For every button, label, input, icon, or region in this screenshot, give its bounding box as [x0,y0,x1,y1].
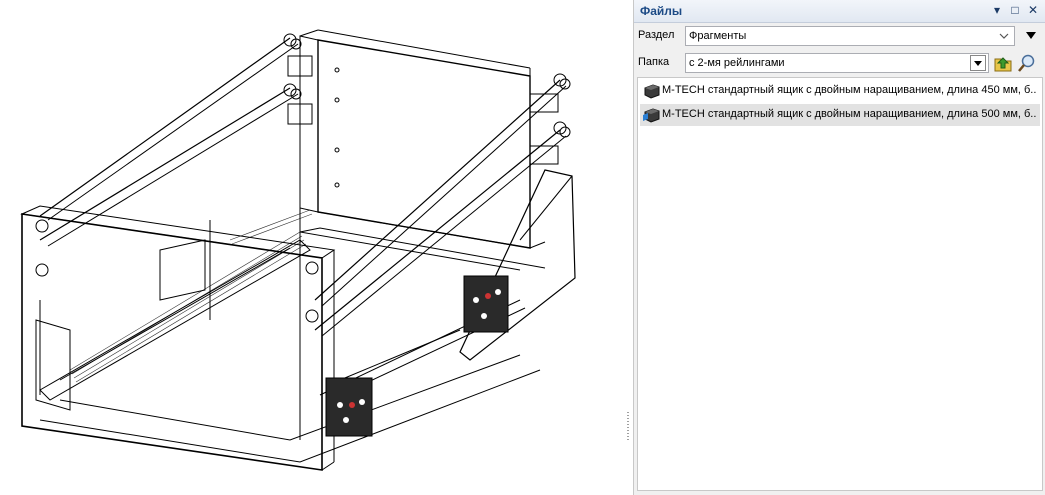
magnifier-icon[interactable] [1017,53,1037,73]
file-name: M-TECH стандартный ящик с двойным наращи… [662,108,1037,120]
panel-title-bar: Файлы ▾ □ ✕ [634,0,1045,23]
dropdown-arrow-icon [970,55,986,71]
section-label: Раздел [638,29,675,41]
section-select[interactable]: Фрагменты [685,26,1015,46]
file-list-item-500[interactable]: M-TECH стандартный ящик с двойным наращи… [640,104,1040,126]
splitter-grip[interactable] [627,412,629,440]
panel-title-buttons: ▾ □ ✕ [991,3,1039,17]
3d-fragment-icon [644,84,660,99]
folder-up-icon[interactable] [993,53,1013,73]
file-list-item-450[interactable]: M-TECH стандартный ящик с двойным наращи… [640,80,1040,102]
panel-maximize-button[interactable]: □ [1011,3,1019,17]
panel-title: Файлы [640,4,683,18]
section-menu-triangle-icon[interactable] [1024,29,1038,43]
file-name: M-TECH стандартный ящик с двойным наращи… [662,84,1037,96]
folder-label: Папка [638,56,670,68]
3d-fragment-icon [643,108,660,123]
folder-select[interactable]: с 2-мя рейлингами [685,53,989,73]
section-value: Фрагменты [689,30,747,42]
files-panel: Файлы ▾ □ ✕ Раздел Фрагменты Папка с 2-м… [633,0,1045,495]
panel-splitter[interactable] [623,0,633,495]
drawing-viewport[interactable] [0,0,623,495]
file-list[interactable]: M-TECH стандартный ящик с двойным наращи… [637,77,1043,491]
panel-close-button[interactable]: ✕ [1027,3,1039,17]
panel-menu-button[interactable]: ▾ [993,3,1001,17]
drawer-3d-model [20,29,576,471]
chevron-down-icon [999,33,1009,39]
section-row: Раздел Фрагменты [634,24,1044,48]
folder-row: Папка с 2-мя рейлингами [634,51,1044,75]
folder-value: с 2-мя рейлингами [689,57,785,69]
